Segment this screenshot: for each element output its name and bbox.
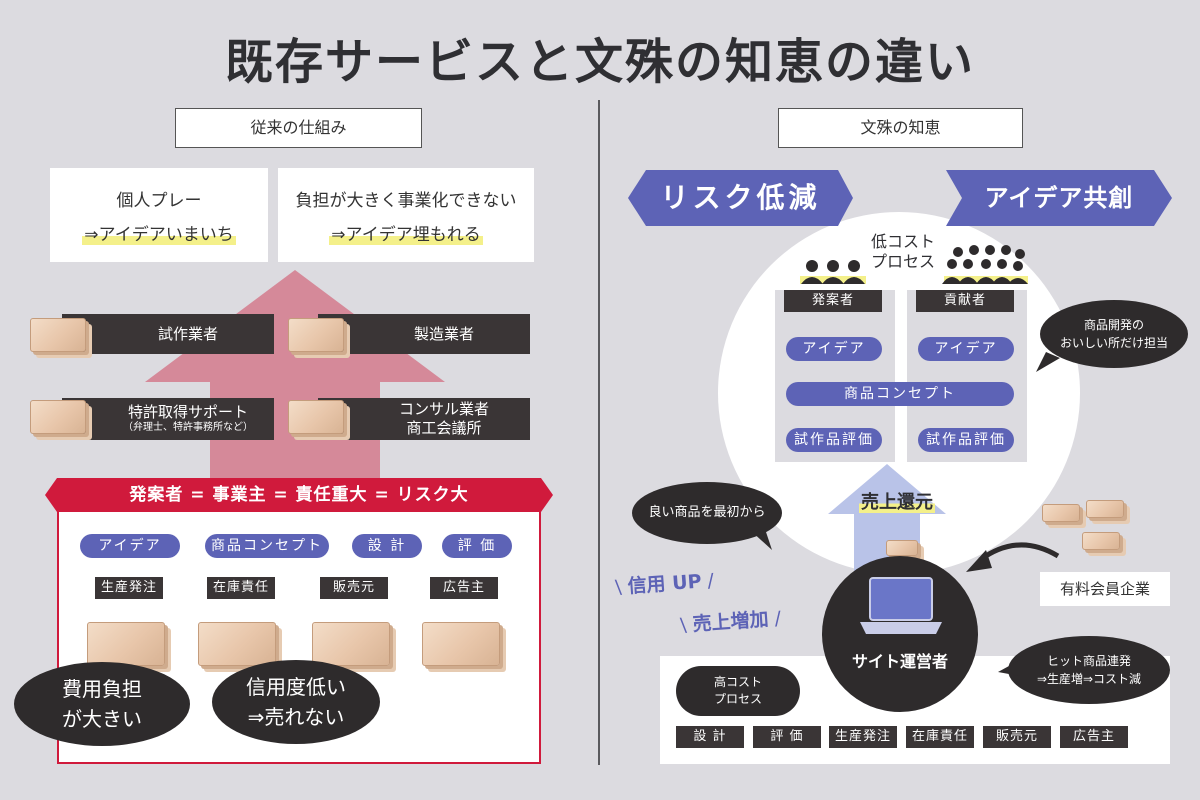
money-stack-icon: [422, 622, 500, 666]
low-cost-line2: プロセス: [870, 252, 935, 271]
dev-share-line1: 商品開発の: [1083, 318, 1144, 332]
individual-play-line2: ⇒アイデアいまいち: [82, 225, 236, 245]
risk-header-banner: [45, 478, 553, 512]
dev-share-bubble: 商品開発の おいしい所だけ担当: [1040, 300, 1188, 368]
hit-product-line1: ヒット商品連発: [1046, 654, 1131, 668]
concept-pill: 商品コンセプト: [786, 382, 1014, 406]
sales-up-text: 売上増加: [691, 608, 770, 636]
right-section-label: 文殊の知恵: [778, 108, 1023, 148]
co-creation-banner-shape: [946, 170, 1172, 226]
high-cost-line1: 高コスト: [713, 675, 762, 690]
risk-header-text: 発案者 = 事業主 = 責任重大 = リスク大: [129, 485, 469, 505]
patent-note: （弁理士、特許事務所など）: [123, 422, 253, 434]
pill-design: 設 計: [352, 534, 422, 558]
risk-reduction-banner-shape: [628, 170, 853, 226]
tag-advertiser: 広告主: [430, 577, 498, 599]
money-stack-icon: [30, 400, 86, 434]
paid-member-box: 有料会員企業: [1040, 572, 1170, 606]
prototype-bar: 試作業者: [62, 314, 274, 354]
trust-up-text: 信用 UP: [626, 570, 703, 598]
cost-burden-line1: 費用負担: [62, 677, 142, 701]
hit-product-line2: ⇒生産増⇒コスト減: [1036, 672, 1142, 686]
money-stack-icon: [198, 622, 276, 666]
center-divider: [598, 100, 600, 765]
money-stack-icon: [1042, 504, 1080, 522]
crowd-icon: [942, 245, 1028, 284]
bottom-tag-seller: 販売元: [983, 726, 1051, 748]
sales-up-label: \ 売上増加 /: [679, 607, 782, 637]
up-arrow-icon: [145, 270, 445, 485]
sales-return-label: 売上還元: [842, 488, 952, 514]
bubble-tail-icon: [750, 530, 772, 550]
pill-idea: アイデア: [80, 534, 180, 558]
burden-line2: ⇒アイデア埋もれる: [329, 225, 483, 245]
people-group-icon: [800, 260, 866, 284]
cost-burden-line2: が大きい: [62, 707, 142, 731]
money-stack-icon: [288, 318, 344, 352]
hit-product-bubble: ヒット商品連発 ⇒生産増⇒コスト減: [1008, 636, 1170, 704]
money-stack-icon: [87, 622, 165, 666]
manufacturer-bar: 製造業者: [318, 314, 530, 354]
tag-production-order: 生産発注: [95, 577, 163, 599]
bubble-tail-icon: [1036, 352, 1060, 372]
dev-share-line2: おいしい所だけ担当: [1059, 336, 1168, 350]
low-trust-line2: ⇒売れない: [247, 705, 345, 729]
risk-reduction-banner: リスク低減: [660, 181, 821, 214]
individual-play-line1: 個人プレー: [116, 191, 202, 211]
high-cost-process: 高コスト プロセス: [676, 666, 800, 716]
individual-play-box: 個人プレー ⇒アイデアいまいち: [50, 168, 268, 262]
co-creation-banner: アイデア共創: [984, 184, 1134, 212]
proposer-tag: 発案者: [784, 290, 882, 312]
proposer-eval-pill: 試作品評価: [786, 428, 882, 452]
bottom-tag-evaluation: 評 価: [753, 726, 821, 748]
burden-line1: 負担が大きく事業化できない: [295, 191, 517, 211]
manufacturer-label: 製造業者: [413, 324, 474, 343]
site-operator-label: サイト運営者: [851, 652, 948, 671]
good-product-text: 良い商品を最初から: [648, 505, 766, 521]
low-cost-line1: 低コスト: [870, 232, 935, 251]
low-trust-line1: 信用度低い: [246, 675, 346, 699]
patent-bar: 特許取得サポート （弁理士、特許事務所など）: [62, 398, 274, 440]
money-stack-icon: [1086, 500, 1124, 518]
contributor-eval-pill: 試作品評価: [918, 428, 1014, 452]
prototype-label: 試作業者: [157, 324, 218, 343]
bottom-tag-advertiser: 広告主: [1060, 726, 1128, 748]
contributor-tag: 貢献者: [916, 290, 1014, 312]
bottom-tag-inventory: 在庫責任: [906, 726, 974, 748]
cost-burden-bubble: 費用負担 が大きい: [14, 662, 190, 746]
bottom-tag-production-order: 生産発注: [829, 726, 897, 748]
sales-return-text: 売上還元: [859, 492, 935, 513]
consult-label-1: コンサル業者: [398, 400, 489, 419]
money-stack-icon: [312, 622, 390, 666]
patent-label: 特許取得サポート: [127, 403, 248, 422]
pill-evaluation: 評 価: [442, 534, 512, 558]
burden-box: 負担が大きく事業化できない ⇒アイデア埋もれる: [278, 168, 534, 262]
bubble-tail-icon: [998, 660, 1020, 676]
money-stack-icon: [1082, 532, 1120, 550]
laptop-icon: [860, 577, 942, 634]
trust-up-label: \ 信用 UP /: [614, 569, 715, 599]
left-section-label: 従来の仕組み: [175, 108, 422, 148]
low-trust-bubble: 信用度低い ⇒売れない: [212, 660, 380, 744]
pill-concept: 商品コンセプト: [205, 534, 329, 558]
money-stack-icon: [886, 540, 918, 556]
page-title: 既存サービスと文殊の知恵の違い: [224, 34, 975, 90]
bottom-tag-design: 設 計: [676, 726, 744, 748]
contributor-idea-pill: アイデア: [918, 337, 1014, 361]
money-stack-icon: [288, 400, 344, 434]
high-cost-line2: プロセス: [713, 692, 762, 706]
low-cost-process: 低コスト プロセス: [848, 232, 958, 272]
consult-bar: コンサル業者 商工会議所: [318, 398, 530, 440]
money-stack-icon: [30, 318, 86, 352]
proposer-idea-pill: アイデア: [786, 337, 882, 361]
tag-inventory: 在庫責任: [207, 577, 275, 599]
tag-seller: 販売元: [320, 577, 388, 599]
curved-arrow-icon: [966, 542, 1060, 572]
consult-label-2: 商工会議所: [406, 419, 482, 437]
